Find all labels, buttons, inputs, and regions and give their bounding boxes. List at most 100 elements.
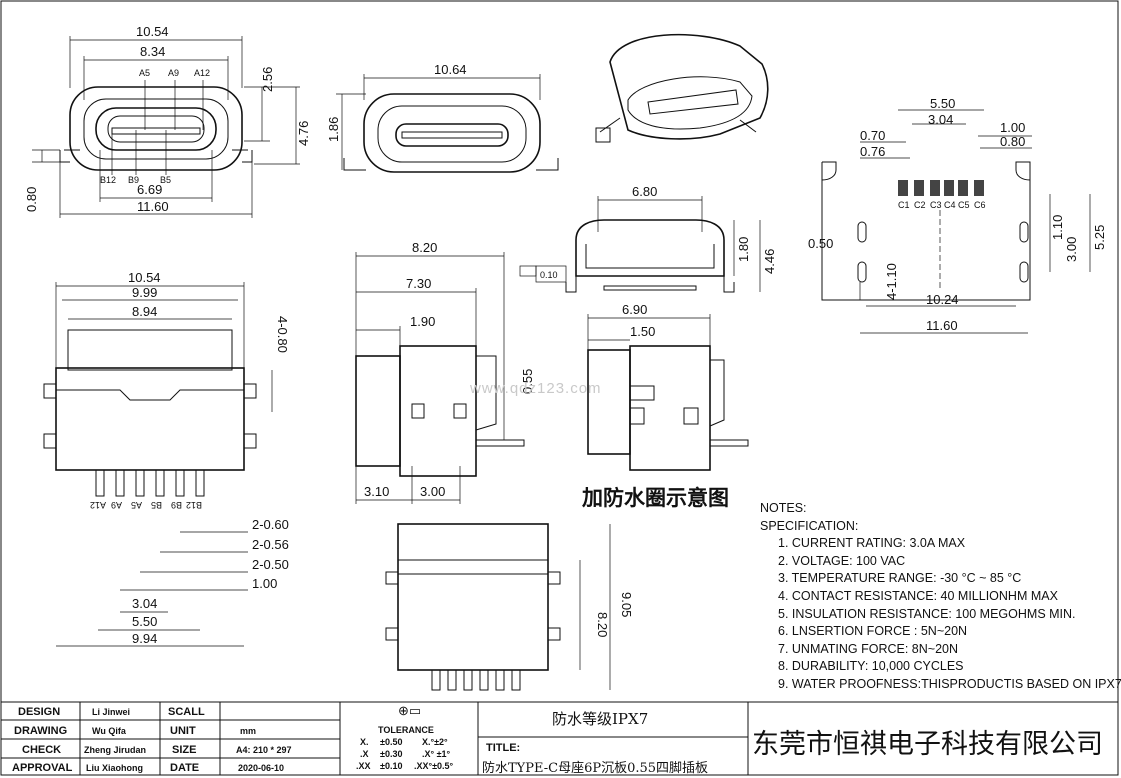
top-view-pins [95,469,205,497]
contact-label: C3 [930,200,942,210]
tb-field-date: DATE [170,762,200,774]
company-name: 东莞市恒祺电子科技有限公司 [752,729,1103,760]
tolerance-cell: ±0.30 [380,749,403,759]
dim-label: 1.86 [326,117,341,142]
pin-label: A9 [111,500,122,510]
dim-label: 2.56 [260,67,275,92]
dim-label: 1.80 [736,237,751,262]
dim-label: 1.00 [252,576,277,591]
dim-label: 8.94 [132,304,157,319]
dim-label: 1.00 [1000,120,1025,135]
dim-label: 0.55 [520,369,535,394]
pin-label: B5 [151,500,162,510]
contact-label: C4 [944,200,956,210]
tb-field-scall: SCALL [168,706,205,718]
drawing-title: 防水TYPE-C母座6P沉板0.55四脚插板 [482,761,709,776]
pin-label: B9 [171,500,182,510]
spec-item: 3. TEMPERATURE RANGE: -30 °C ~ 85 °C [778,571,1022,586]
contact-label: C2 [914,200,926,210]
tb-value-unit: mm [240,726,257,736]
pin-label: B12 [186,500,202,510]
dim-label: 5.50 [930,96,955,111]
dim-label: 8.34 [140,44,165,59]
notes-header: NOTES: [760,501,807,515]
contact-label: C1 [898,200,910,210]
feature-title: 加防水圈示意图 [582,486,729,510]
tb-value-size: A4: 210 * 297 [236,745,292,755]
spec-item: 5. INSULATION RESISTANCE: 100 MEGOHMS MI… [778,606,1076,621]
dim-label: 0.50 [808,236,833,251]
tolerance-cell: .XX [356,761,371,771]
dim-label: 4-1.10 [884,263,899,300]
watermark: www.qdz123.com [470,380,602,397]
tb-name-drawing: Wu Qifa [92,726,126,736]
dim-label: 0.80 [1000,134,1025,149]
tb-name-check: Zheng Jirudan [84,745,147,755]
tolerance-cell: ±0.50 [380,737,403,747]
pin-label: B5 [160,175,171,185]
top-view: 10.54 9.99 8.94 4-0.80 A12 A9 A5 B5 B9 B… [43,270,290,647]
isometric-view [595,33,769,143]
dim-label: 0.70 [860,128,885,143]
dim-label: 9.99 [132,285,157,300]
tb-value-date: 2020-06-10 [238,763,285,773]
dim-label: 10.54 [136,24,169,39]
rating-text: 防水等级IPX7 [552,710,649,728]
dim-label: 4-0.80 [275,316,290,353]
tolerance-cell: X.°±2° [422,737,448,747]
tb-field-size: SIZE [172,744,197,756]
dim-label: 6.90 [622,302,647,317]
layout-view: C1 C2 C3 C4 C5 C6 5.50 3.04 0.70 1.00 0.… [808,96,1107,334]
title-block-grid [1,701,1118,775]
pin-label: B9 [128,175,139,185]
dim-label: 4.46 [762,249,777,274]
dim-label: 11.60 [926,318,958,333]
spec-item: 8. DURABILITY: 10,000 CYCLES [778,659,964,674]
tb-field-unit: UNIT [170,725,196,737]
tolerance-cell: .X [360,749,369,759]
dim-label: 3.00 [1064,237,1079,262]
dim-label: 4.76 [296,121,311,146]
pin-label: A5 [131,500,142,510]
tolerance-cell: ±0.10 [380,761,403,771]
dim-label: 5.25 [1092,225,1107,250]
spec-item: 6. LNSERTION FORCE : 5N~20N [778,624,968,639]
tb-name-approval: Liu Xiaohong [86,763,143,773]
dim-label: 0.80 [24,187,39,212]
dim-label: 1.50 [630,324,655,339]
front-small-view: 6.80 1.80 4.46 0.10 [519,184,777,293]
tb-label-design: DESIGN [18,706,61,718]
dim-label: 8.20 [412,240,437,255]
tolerance-cell: .XX°±0.5° [414,761,454,771]
dim-label: 5.50 [132,614,157,629]
dim-label: 0.10 [540,270,558,280]
tb-label-approval: APPROVAL [12,762,73,774]
dim-label: 10.24 [926,292,959,307]
notes-block: NOTES: SPECIFICATION: 1. CURRENT RATING:… [760,500,1121,694]
dim-label: 7.30 [406,276,431,291]
dim-label: 2-0.50 [252,557,289,572]
pin-label: A9 [168,68,179,78]
dim-label: 3.00 [420,484,445,499]
pin-label: A12 [90,500,106,510]
dim-label: 11.60 [137,199,169,214]
dim-label: 3.04 [132,596,157,611]
tb-label-check: CHECK [22,744,62,756]
tb-name-design: Li Jinwei [92,707,131,717]
side-view: 8.20 7.30 1.90 0.55 3.10 3.00 [355,240,535,504]
pin-label: A12 [194,68,210,78]
dim-label: 6.80 [632,184,657,199]
contact-pads [898,180,984,196]
spec-item: 9. WATER PROOFNESS:THISPRODUCTIS BASED O… [778,676,1121,691]
dim-label: 1.10 [1050,215,1065,240]
bottom-view-pins [431,669,521,691]
pin-label: A5 [139,68,150,78]
spec-header: SPECIFICATION: [760,518,859,533]
dim-label: 6.69 [137,182,162,197]
spec-item: 2. VOLTAGE: 100 VAC [778,553,906,568]
title-label: TITLE: [486,742,521,754]
tolerance-label: TOLERANCE [378,725,434,735]
end-view: 10.64 1.86 [326,62,559,173]
